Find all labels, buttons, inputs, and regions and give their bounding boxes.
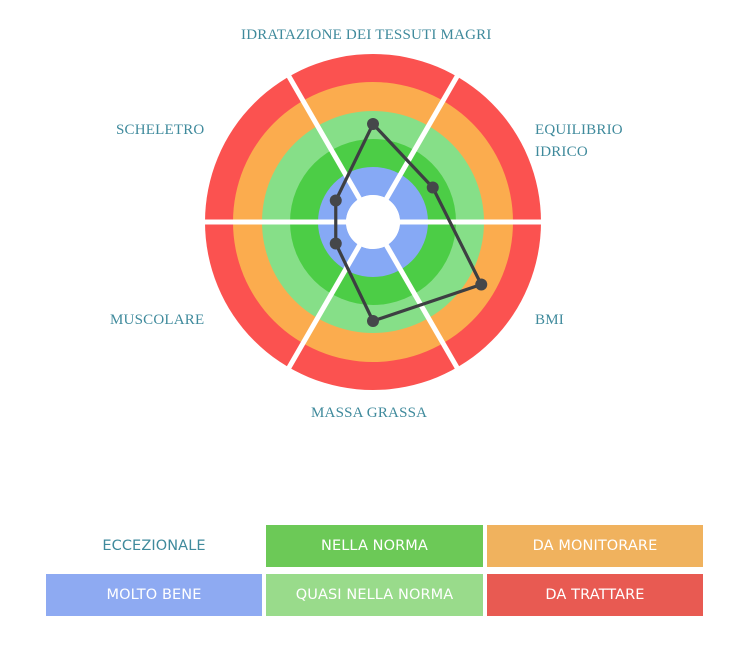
data-point-marker [426, 181, 439, 194]
data-point-marker [329, 237, 342, 250]
axis-label-scheletro: SCHELETRO [116, 122, 205, 138]
legend-item-da-trattare: DA TRATTARE [487, 574, 703, 616]
axis-label-bmi: BMI [535, 312, 564, 328]
data-point-marker [367, 315, 379, 327]
legend-item-da-monitorare: DA MONITORARE [487, 525, 703, 567]
legend-item-quasi-nella-norma: QUASI NELLA NORMA [266, 574, 483, 616]
axis-label-idratazione: IDRATAZIONE DEI TESSUTI MAGRI [241, 27, 492, 43]
legend-item-nella-norma: NELLA NORMA [266, 525, 483, 567]
radar-chart [203, 54, 543, 390]
data-point-marker [329, 194, 342, 207]
data-point-marker [475, 278, 488, 291]
axis-label-muscolare: MUSCOLARE [110, 312, 205, 328]
center-hole [346, 195, 400, 249]
legend-item-eccezionale: ECCEZIONALE [46, 525, 262, 567]
axis-label-idrico: IDRICO [535, 144, 588, 160]
legend-item-molto-bene: MOLTO BENE [46, 574, 262, 616]
axis-label-equilibrio: EQUILIBRIO [535, 122, 623, 138]
axis-label-massa-grassa: MASSA GRASSA [311, 405, 428, 421]
data-point-marker [367, 118, 379, 130]
